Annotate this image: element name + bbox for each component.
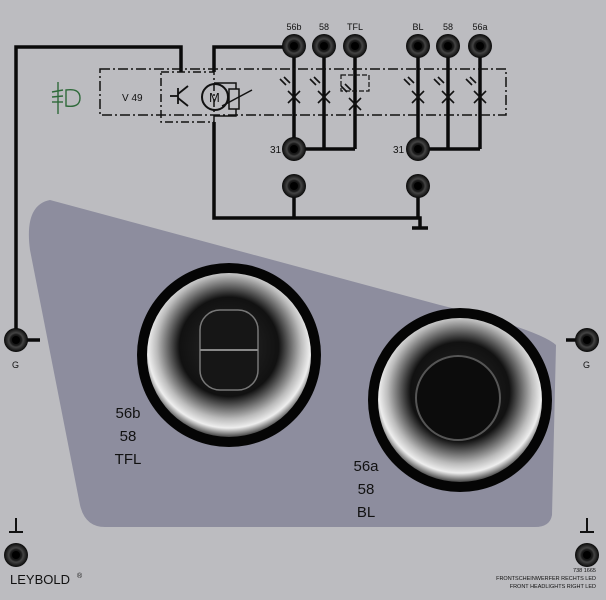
brand-logo: LEYBOLD [10,572,70,587]
g-jack-right[interactable] [575,328,599,352]
potentiometer-symbol [214,82,253,117]
product-info: 738 1665 FRONTSCHEINWERFER RECHTS LED FR… [496,568,596,590]
module-boundary [99,68,507,116]
module-label: V 49 [122,93,143,104]
ground-jack-right[interactable] [575,543,599,567]
lamp-label: TFL [115,451,142,468]
terminal-label: 56b [286,22,301,32]
headlight-left [137,263,321,447]
lamp-label: BL [357,504,375,521]
lamp-label: 56b [115,405,140,422]
brand-mark: ® [77,572,83,580]
terminal-jacks-top[interactable] [282,34,492,58]
headlight-range-icon [51,82,81,114]
product-name-de: FRONTSCHEINWERFER RECHTS LED [496,576,596,582]
g-label-left: G [12,360,19,370]
terminal-31-label: 31 [270,145,282,156]
motor-symbol [201,83,229,111]
tfl-switch-boundary [340,74,370,92]
headlight-right [368,308,552,492]
led-symbols [279,76,487,111]
motor-unit-boundary [160,71,215,123]
terminal-label: BL [412,22,423,32]
transistor-symbol [170,85,189,107]
product-number: 738 1665 [573,568,596,574]
terminal-label: 56a [472,22,487,32]
terminal-labels: 56b 58 TFL BL 58 56a [286,22,487,32]
g-label-right: G [583,360,590,370]
motor-label: M [209,90,220,105]
ground-symbol [9,518,594,533]
lamp-label: 56a [353,458,379,475]
lamp-label: 58 [120,428,137,445]
lamp-left-labels: 56b 58 TFL [115,405,142,468]
product-name-en: FRONT HEADLIGHTS RIGHT LED [510,584,596,590]
terminal-label: 58 [443,22,453,32]
lamp-right-labels: 56a 58 BL [353,458,379,521]
ground-jack-left[interactable] [4,543,28,567]
terminal-31-label: 31 [393,145,405,156]
terminal-label: TFL [347,22,363,32]
terminal-label: 58 [319,22,329,32]
lamp-label: 58 [358,481,375,498]
g-jack-left[interactable] [4,328,28,352]
